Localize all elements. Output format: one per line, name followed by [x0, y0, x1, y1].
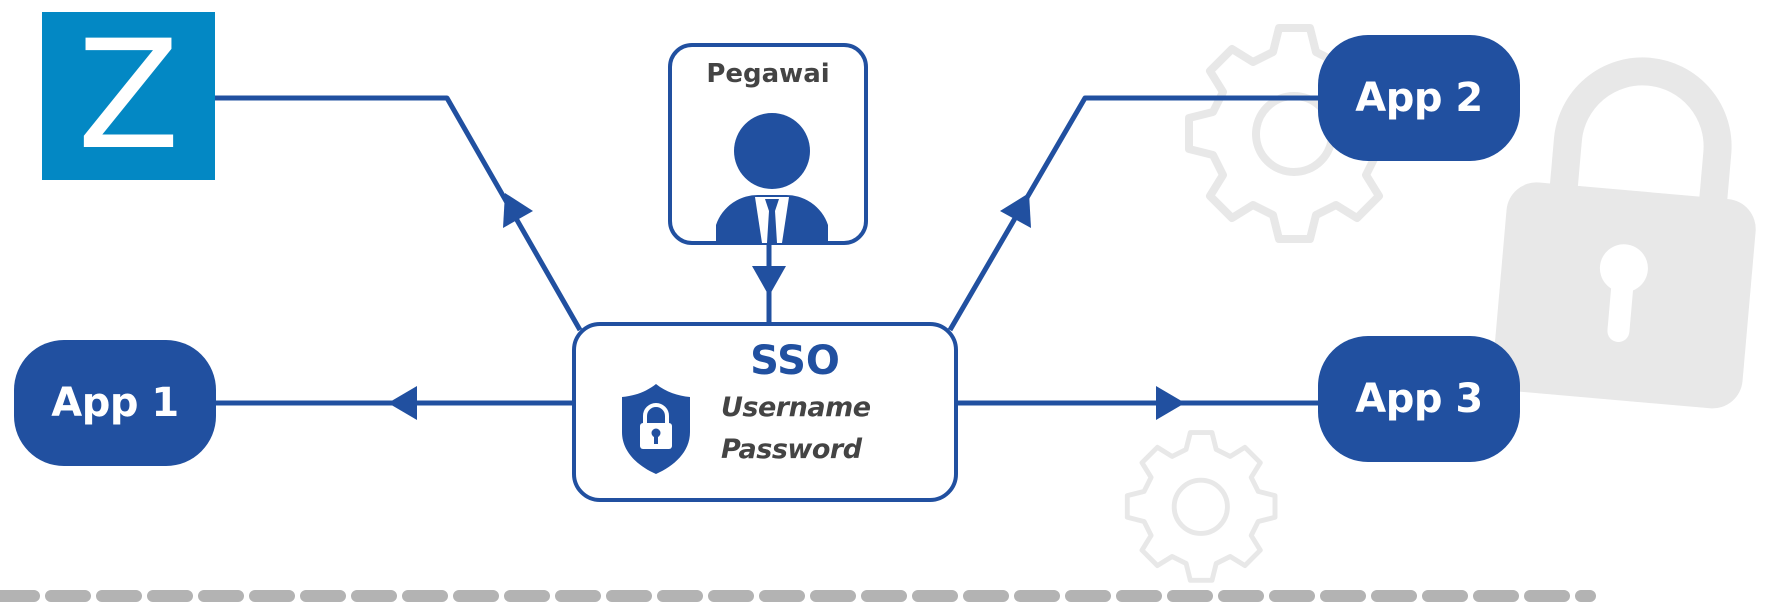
employee-label: Pegawai: [706, 59, 830, 89]
employee-node: Pegawai: [668, 43, 868, 245]
app-2-label: App 2: [1355, 75, 1483, 121]
arrow-head-app1: [388, 386, 417, 420]
sso-node: SSO Username Password: [572, 322, 958, 502]
app-2-node: App 2: [1318, 35, 1520, 161]
shield-lock-icon: [622, 384, 690, 474]
arrow-head-employee: [752, 266, 786, 296]
app-3-label: App 3: [1355, 376, 1483, 422]
arrow-head-app3: [1156, 386, 1185, 420]
app-1-node: App 1: [14, 340, 216, 466]
employee-icon: [716, 113, 828, 245]
app-1-label: App 1: [51, 380, 179, 426]
gear-icon: [1124, 430, 1278, 583]
padlock-icon: [1493, 57, 1756, 409]
sso-username-label: Username: [721, 392, 871, 423]
sso-password-label: Password: [721, 434, 862, 465]
z-logo: Z: [42, 12, 215, 180]
z-logo-letter: Z: [77, 9, 180, 183]
connector-sso-to-logo: [215, 95, 583, 332]
arrow-head-logo: [503, 193, 533, 228]
arrow-head-app2: [1000, 193, 1031, 228]
sso-title: SSO: [750, 338, 840, 384]
connector-sso-to-app2: [947, 95, 1318, 332]
app-3-node: App 3: [1318, 336, 1520, 462]
